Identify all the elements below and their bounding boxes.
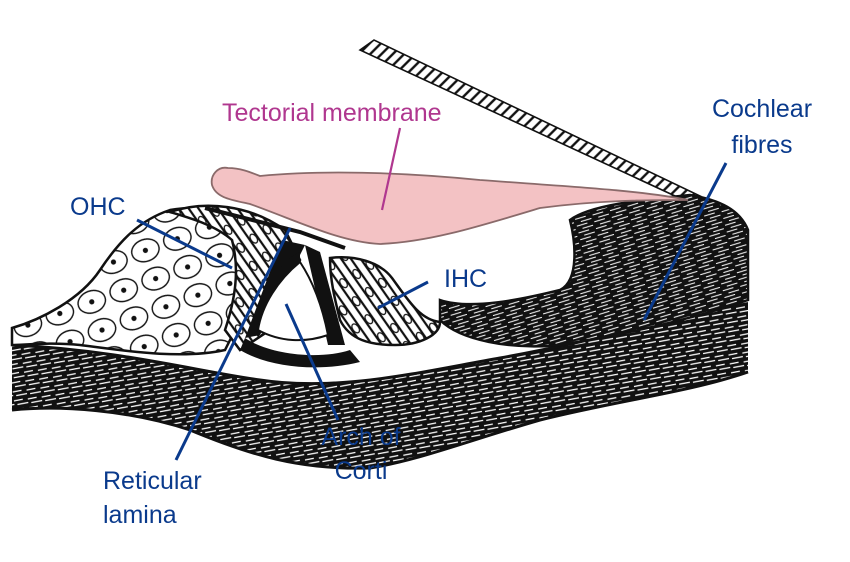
arch-leader xyxy=(284,303,340,421)
tunnel-of-corti xyxy=(256,260,330,342)
reticular-leader xyxy=(174,227,292,461)
ihc-label: IHC xyxy=(444,265,488,293)
arch-of-corti-label-line1: Arch of xyxy=(321,423,401,451)
leader-lines xyxy=(136,127,728,461)
cochlear-leader xyxy=(642,162,728,321)
ohc-label: OHC xyxy=(70,193,126,221)
cochlear-fibres-label-line1: Cochlear xyxy=(711,95,813,123)
ihc-leader xyxy=(377,280,429,310)
cochlear-fibres-label-line2: fibres xyxy=(731,131,793,159)
reticular-lamina-strip xyxy=(204,206,346,250)
tectorial-leader xyxy=(380,127,402,211)
tectorial-membrane-label: Tectorial membrane xyxy=(222,99,442,127)
ohc-leader xyxy=(136,218,233,270)
tectorial-membrane-shape xyxy=(210,166,689,245)
inner-hair-cell-region xyxy=(328,256,442,347)
reticular-lamina-label-line1: Reticular xyxy=(103,467,202,495)
reticular-lamina-label-line2: lamina xyxy=(103,501,177,529)
limbus-fiber-mass xyxy=(438,193,750,348)
arch-of-corti-label-line2: Corti xyxy=(334,457,388,485)
